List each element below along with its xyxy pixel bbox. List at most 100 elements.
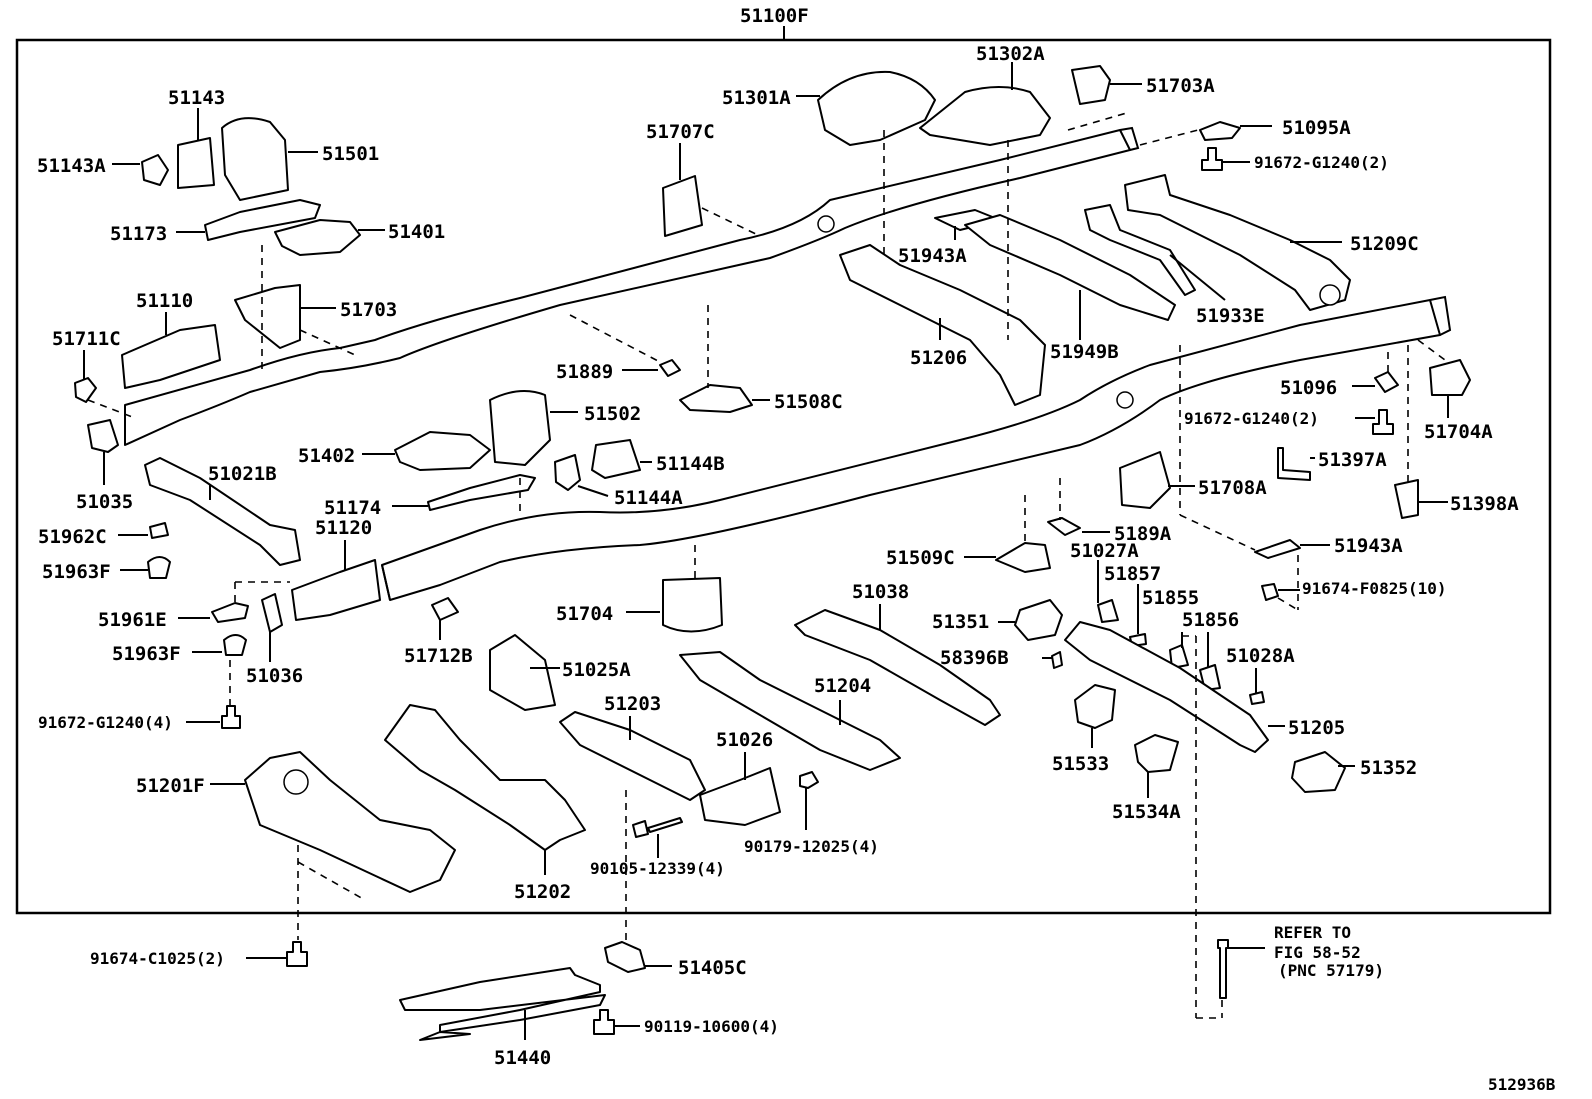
label-51963F: 51963F bbox=[42, 561, 111, 583]
label-51949B: 51949B bbox=[1050, 341, 1119, 363]
label-90105: 90105-12339(4) bbox=[590, 859, 725, 878]
gasket-51351 bbox=[1014, 599, 1063, 641]
label-51440: 51440 bbox=[494, 1047, 551, 1069]
spring-seat-51301A bbox=[817, 70, 936, 146]
label-51509C: 51509C bbox=[886, 547, 955, 569]
gasket-51352 bbox=[1291, 751, 1346, 793]
bracket-51703A bbox=[1071, 65, 1111, 105]
bracket-51174 bbox=[427, 474, 536, 511]
bracket-51095A bbox=[1199, 121, 1241, 141]
bolt-91674-a bbox=[1261, 583, 1279, 601]
bracket-51533 bbox=[1074, 684, 1116, 729]
label-51028A: 51028A bbox=[1226, 645, 1295, 667]
bracket-5189A bbox=[1047, 517, 1081, 536]
assembly-label: 51100F bbox=[740, 5, 809, 27]
bracket-51708A bbox=[1119, 451, 1171, 509]
label-51143: 51143 bbox=[168, 87, 225, 109]
bracket-51502 bbox=[489, 390, 551, 466]
label-51962C: 51962C bbox=[38, 526, 107, 548]
label-51401: 51401 bbox=[388, 221, 445, 243]
label-51533: 51533 bbox=[1052, 753, 1109, 775]
cushion-51963F-2 bbox=[223, 634, 247, 656]
bolt-91672-a bbox=[1201, 147, 1223, 171]
bracket-51402 bbox=[394, 431, 491, 471]
label-51855: 51855 bbox=[1142, 587, 1199, 609]
label-51856: 51856 bbox=[1182, 609, 1239, 631]
label-51204: 51204 bbox=[814, 675, 871, 697]
bracket-51398A bbox=[1394, 479, 1419, 519]
bracket-51401 bbox=[274, 219, 361, 256]
label-58396B: 58396B bbox=[940, 647, 1009, 669]
bracket-51712B bbox=[431, 597, 459, 621]
label-51203: 51203 bbox=[604, 693, 661, 715]
crossmember-51021B bbox=[144, 457, 301, 566]
pad-51961E bbox=[211, 602, 249, 623]
bracket-51704A bbox=[1429, 359, 1471, 396]
label-51096: 51096 bbox=[1280, 377, 1337, 399]
bolt-90105 bbox=[632, 817, 683, 838]
label-51144A: 51144A bbox=[614, 487, 683, 509]
label-51963F-2: 51963F bbox=[112, 643, 181, 665]
nut-90179 bbox=[799, 771, 819, 789]
cushion-51963F bbox=[147, 556, 171, 579]
label-51202: 51202 bbox=[514, 881, 571, 903]
bracket-51534A bbox=[1134, 734, 1179, 773]
label-5189A: 5189A bbox=[1114, 523, 1172, 545]
label-51201F: 51201F bbox=[136, 775, 205, 797]
refer-note-line2: FIG 58-52 bbox=[1274, 943, 1361, 962]
refer-note-line3: (PNC 57179) bbox=[1278, 961, 1384, 980]
label-91672-a: 91672-G1240(2) bbox=[1254, 153, 1389, 172]
label-51704: 51704 bbox=[556, 603, 613, 625]
label-51502: 51502 bbox=[584, 403, 641, 425]
refer-note: REFER TO FIG 58-52 (PNC 57179) bbox=[1274, 923, 1384, 980]
label-91674-a: 91674-F0825(10) bbox=[1302, 579, 1447, 598]
label-51534A: 51534A bbox=[1112, 801, 1181, 823]
label-51025A: 51025A bbox=[562, 659, 631, 681]
label-51708A: 51708A bbox=[1198, 477, 1267, 499]
bracket-51025A bbox=[489, 634, 556, 711]
clip-51889 bbox=[659, 359, 681, 377]
label-91672-c: 91672-G1240(2) bbox=[1184, 409, 1319, 428]
label-51857: 51857 bbox=[1104, 563, 1161, 585]
label-51405C: 51405C bbox=[678, 957, 747, 979]
bracket-51144B bbox=[591, 439, 641, 479]
label-91674-b: 91674-C1025(2) bbox=[90, 949, 225, 968]
bracket-51707C bbox=[662, 175, 703, 237]
label-51704A: 51704A bbox=[1424, 421, 1493, 443]
label-51707C: 51707C bbox=[646, 121, 715, 143]
leader-lines bbox=[83, 62, 1449, 1040]
bracket-51173 bbox=[204, 199, 321, 241]
pad-51962C bbox=[149, 522, 169, 539]
label-51302A: 51302A bbox=[976, 43, 1045, 65]
label-51209C: 51209C bbox=[1350, 233, 1419, 255]
label-51143A: 51143A bbox=[37, 155, 106, 177]
bracket-51501 bbox=[221, 117, 289, 201]
label-51120: 51120 bbox=[315, 517, 372, 539]
label-51889: 51889 bbox=[556, 361, 613, 383]
label-90179: 90179-12025(4) bbox=[744, 837, 879, 856]
label-51402: 51402 bbox=[298, 445, 355, 467]
label-51351: 51351 bbox=[932, 611, 989, 633]
label-51035: 51035 bbox=[76, 491, 133, 513]
crossmember-51949B bbox=[964, 214, 1176, 321]
bracket-51027A bbox=[1097, 599, 1119, 623]
label-51933E: 51933E bbox=[1196, 305, 1265, 327]
frame-rail-left bbox=[124, 126, 1140, 446]
label-51961E: 51961E bbox=[98, 609, 167, 631]
label-91672-b: 91672-G1240(4) bbox=[38, 713, 173, 732]
label-51144B: 51144B bbox=[656, 453, 725, 475]
clip-58396B bbox=[1051, 651, 1063, 669]
bracket-51144A bbox=[554, 454, 581, 491]
label-51352: 51352 bbox=[1360, 757, 1417, 779]
bolt-91672-c bbox=[1372, 409, 1394, 435]
bracket-51035 bbox=[87, 419, 119, 453]
crossmember-51038 bbox=[794, 609, 1001, 726]
nut-51405C bbox=[604, 941, 646, 973]
bracket-51933E bbox=[1084, 204, 1196, 296]
label-51301A: 51301A bbox=[722, 87, 791, 109]
label-51173: 51173 bbox=[110, 223, 167, 245]
label-51036: 51036 bbox=[246, 665, 303, 687]
label-51508C: 51508C bbox=[774, 391, 843, 413]
pad-51028A bbox=[1249, 691, 1265, 705]
